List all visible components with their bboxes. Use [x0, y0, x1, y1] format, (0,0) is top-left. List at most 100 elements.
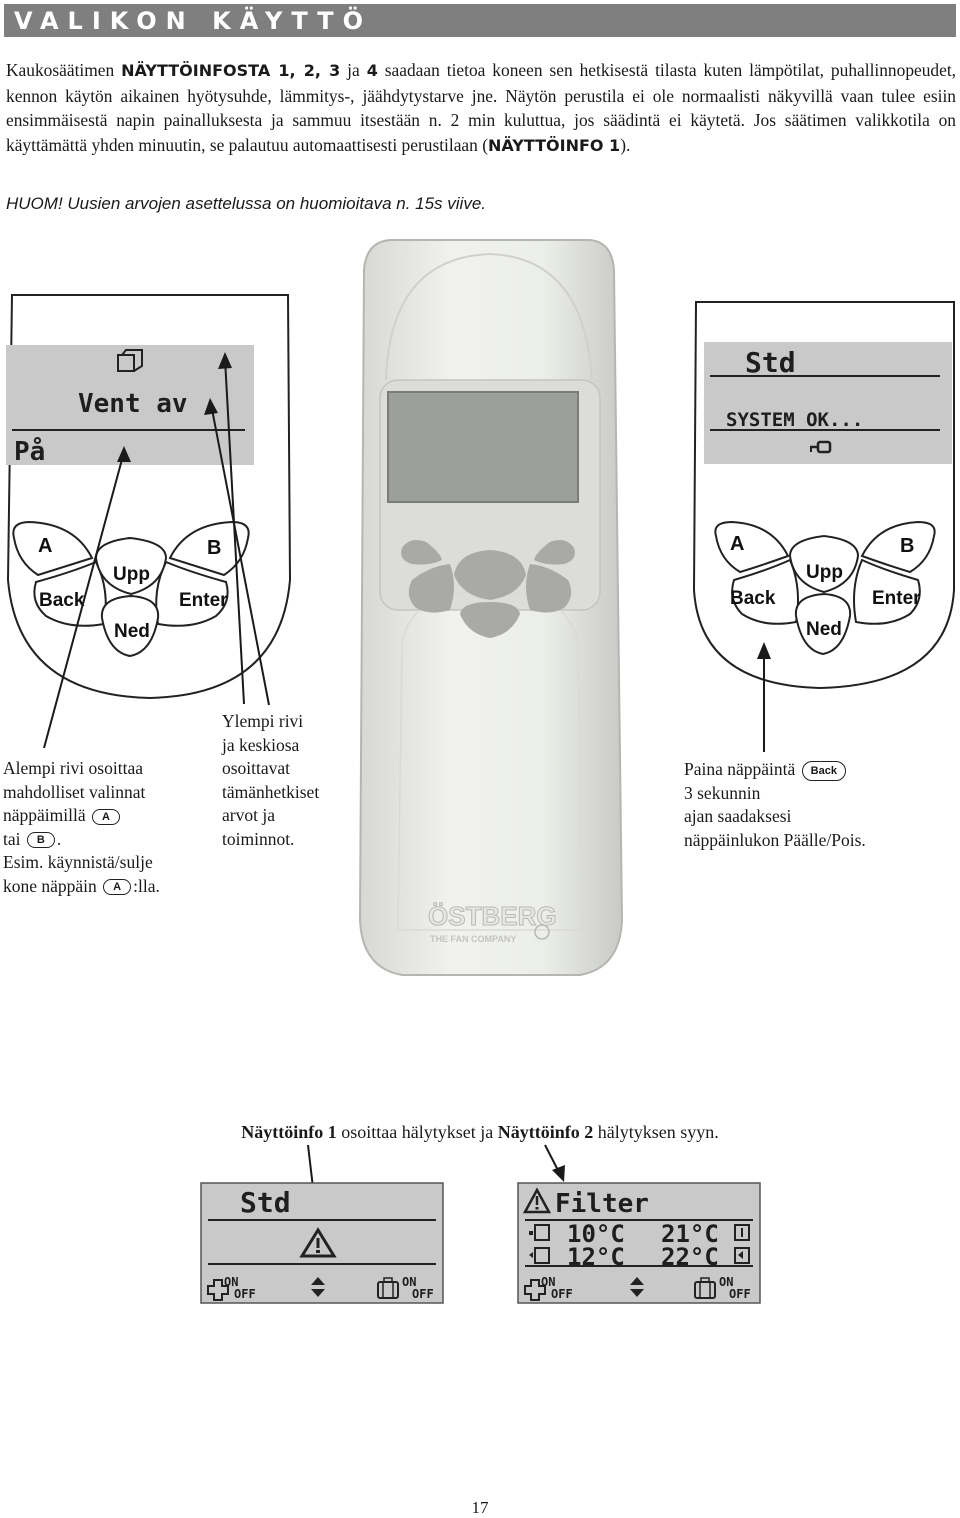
label-a: A	[38, 535, 52, 557]
label-ned: Ned	[806, 619, 842, 640]
ostberg-logo: ÖSTBERG THE FAN COMPANY	[428, 901, 558, 945]
on-label: ON	[719, 1275, 733, 1289]
temp-value-4: 22°C	[661, 1243, 719, 1271]
button-back[interactable]	[731, 558, 799, 625]
remote-button-a[interactable]	[401, 540, 442, 565]
caption-line: tämänhetkiset	[222, 781, 320, 802]
caption-text: kone näppäin	[3, 875, 97, 896]
caption-line: näppäinlukon Päälle/Pois.	[684, 829, 866, 850]
intro-bold: NÄYTTÖINFO 1	[487, 135, 621, 155]
intro-bold: 4	[366, 61, 378, 80]
on-label: ON	[541, 1275, 555, 1289]
temp-value-3: 12°C	[567, 1243, 625, 1271]
remote-button-enter[interactable]	[526, 564, 572, 613]
label-a: A	[730, 533, 744, 555]
arrow-head	[552, 1165, 565, 1182]
caption-line: näppäimillä A	[3, 804, 160, 828]
up-arrow-icon	[630, 1277, 644, 1285]
caption-bold: Näyttöinfo 2	[497, 1122, 594, 1142]
off-label: OFF	[551, 1287, 573, 1301]
right-caption: Paina näppäintä Back 3 sekunnin ajan saa…	[684, 758, 866, 852]
arrow-line	[544, 1144, 562, 1177]
indoor-temp-icon	[529, 1224, 550, 1241]
caption-line: Alempi rivi osoittaa	[3, 758, 143, 778]
caption-line: 3 sekunnin	[684, 782, 761, 803]
label-enter: Enter	[179, 590, 228, 611]
caption-text: Paina näppäintä	[684, 759, 796, 779]
book-icon	[117, 349, 143, 372]
label-enter: Enter	[872, 588, 921, 609]
on-label: ON	[402, 1275, 416, 1289]
off-label: OFF	[234, 1287, 256, 1301]
button-a[interactable]	[714, 520, 790, 574]
plus-icon	[524, 1279, 546, 1301]
intro-text: ja	[340, 60, 367, 80]
remote-button-back[interactable]	[408, 564, 454, 613]
key-back-inline: Back	[801, 760, 846, 781]
caption-line: Paina näppäintä Back	[684, 758, 866, 782]
temp-value-1: 10°C	[567, 1220, 625, 1248]
caption-line: toiminnot.	[222, 828, 295, 849]
button-enter[interactable]	[853, 558, 921, 625]
logo-circle-icon	[534, 924, 550, 940]
page-title: VALIKON KÄYTTÖ	[14, 7, 373, 35]
left-remote-panel: Vent av På A B Back Enter Upp Ned	[6, 294, 292, 700]
button-ned[interactable]	[794, 592, 852, 656]
down-arrow-icon	[311, 1289, 325, 1297]
temp-value-2: 21°C	[661, 1220, 719, 1248]
intro-paragraph: Kaukosäätimen NÄYTTÖINFOSTA 1, 2, 3 ja 4…	[6, 58, 956, 158]
down-arrow-icon	[630, 1289, 644, 1297]
caption-line: osoittavat	[222, 758, 291, 778]
caption-text: näppäimillä	[3, 805, 86, 825]
supply-temp-icon	[734, 1224, 750, 1241]
caption-line: Ylempi rivi	[222, 711, 304, 731]
outdoor-temp-icon	[529, 1247, 550, 1264]
exhaust-temp-icon	[734, 1247, 750, 1264]
lcd-status: SYSTEM OK...	[726, 409, 863, 431]
button-upp[interactable]	[788, 534, 860, 594]
lcd-title: Std	[240, 1186, 291, 1219]
remote-control: ÖSTBERG THE FAN COMPANY	[358, 239, 624, 976]
intro-bold: NÄYTTÖINFOSTA 1, 2, 3	[121, 61, 341, 80]
caption-line: Esim. käynnistä/sulje	[3, 852, 153, 872]
caption-text: tai	[3, 828, 21, 849]
suitcase-icon	[694, 1277, 716, 1299]
remote-button-ned[interactable]	[460, 602, 520, 638]
logo-subtext: THE FAN COMPANY	[430, 934, 516, 944]
remote-lcd	[387, 391, 579, 503]
display-info-1: Std ON OFF ON OFF	[200, 1182, 444, 1304]
caption-text: :lla.	[133, 875, 160, 896]
key-a-inline: A	[92, 808, 120, 825]
remote-button-upp[interactable]	[454, 550, 526, 600]
label-back: Back	[39, 590, 85, 611]
remote-ridge	[385, 252, 593, 381]
lcd-screen	[704, 342, 952, 464]
caption-bold: Näyttöinfo 1	[241, 1122, 337, 1142]
lcd-line-pa: På	[14, 435, 45, 467]
caption-line: tai B.	[3, 828, 160, 852]
button-b[interactable]	[860, 520, 936, 574]
intro-text: saadaan tietoa koneen sen hetkisestä til…	[6, 60, 957, 155]
caption-line: mahdolliset valinnat	[3, 781, 146, 802]
caption-text: hälytyksen syyn.	[593, 1122, 719, 1142]
lcd-line-vent: Vent av	[78, 389, 188, 419]
label-b: B	[900, 535, 914, 557]
label-b: B	[207, 537, 221, 559]
lcd-title: Filter	[555, 1189, 649, 1219]
right-remote-panel: Std SYSTEM OK... A B Back Enter Upp Ned	[692, 301, 955, 690]
middle-caption: Ylempi rivi ja keskiosa osoittavat tämän…	[222, 710, 319, 851]
key-icon	[810, 440, 832, 454]
bottom-caption: Näyttöinfo 1 osoittaa hälytykset ja Näyt…	[0, 1122, 960, 1143]
header-banner: VALIKON KÄYTTÖ	[4, 4, 956, 37]
up-arrow-icon	[311, 1277, 325, 1285]
label-back: Back	[730, 588, 776, 609]
warning-icon	[522, 1187, 552, 1214]
caption-line: arvot ja	[222, 805, 275, 825]
remote-button-b[interactable]	[534, 540, 575, 565]
caption-text: .	[56, 828, 62, 849]
plus-icon	[207, 1279, 229, 1301]
label-upp: Upp	[113, 564, 150, 585]
off-label: OFF	[729, 1287, 751, 1301]
intro-text: ).	[620, 134, 631, 155]
caption-line: ja keskiosa	[222, 734, 300, 755]
